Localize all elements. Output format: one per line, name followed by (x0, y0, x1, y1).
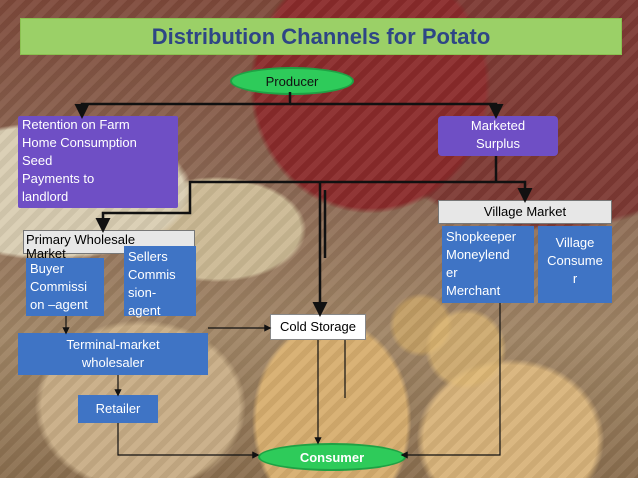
consumer-node: Consumer (258, 443, 406, 471)
marketed-surplus-line-2: Surplus (475, 136, 521, 151)
retention-line-4: Payments to (22, 171, 95, 186)
sellers-commission-line-4: agent (128, 303, 161, 318)
retention-line-1: Retention on Farm (22, 117, 130, 132)
retailer-to-consumer-connector (117, 423, 260, 459)
cold-storage-node: Cold Storage (270, 314, 366, 340)
shopkeeper-line-3: er (446, 265, 458, 280)
shopkeeper-node: Shopkeeper Moneylend er Merchant (442, 226, 534, 303)
retailer-node: Retailer (78, 395, 158, 423)
title-text: Distribution Channels for Potato (151, 23, 491, 49)
producer-to-marketed-connector (290, 102, 504, 119)
sellers-commission-node: Sellers Commis sion- agent (124, 246, 196, 318)
retailer-label: Retailer (95, 401, 141, 416)
shopkeeper-line-2: Moneylend (446, 247, 510, 262)
buyer-commission-node: Buyer Commissi on –agent (26, 258, 104, 316)
page-title: Distribution Channels for Potato (20, 18, 622, 55)
retention-node: Retention on Farm Home Consumption Seed … (18, 116, 178, 208)
village-consumer-line-1: Village (555, 235, 595, 250)
retention-line-3: Seed (22, 153, 53, 168)
shopkeeper-line-4: Merchant (446, 283, 501, 298)
producer-to-retention-connector (74, 92, 292, 119)
primary-wholesale-line-2: Market (26, 246, 66, 261)
village-market-label: Village Market (483, 204, 567, 219)
marketed-surplus-node: Marketed Surplus (438, 116, 558, 156)
buyer-commission-line-2: Commissi (30, 279, 88, 294)
village-market-node: Village Market (438, 200, 612, 224)
marketed-surplus-line-1: Marketed (470, 118, 526, 133)
consumer-label: Consumer (299, 449, 365, 465)
retention-line-5: landlord (22, 189, 69, 204)
shopkeeper-line-1: Shopkeeper (446, 229, 517, 244)
terminal-market-line-1: Terminal-market (66, 337, 160, 352)
marketed-to-village-connector (496, 180, 533, 203)
village-consumer-line-2: Consume (547, 253, 603, 268)
producer-label: Producer (265, 73, 319, 89)
sellers-commission-line-2: Commis (128, 267, 176, 282)
terminal-market-line-2: wholesaler (81, 355, 145, 370)
retention-line-2: Home Consumption (22, 135, 137, 150)
village-consumer-line-3: r (572, 271, 578, 286)
village-to-consumer-connector (400, 303, 501, 459)
village-consumer-node: Village Consume r (538, 226, 612, 303)
terminal-market-node: Terminal-market wholesaler (18, 333, 208, 375)
sellers-commission-line-3: sion- (128, 285, 157, 300)
buyer-commission-line-3: on –agent (30, 297, 88, 312)
cold-storage-label: Cold Storage (280, 319, 356, 334)
marketed-to-primary-connector (95, 180, 496, 233)
sellers-commission-line-1: Sellers (128, 249, 168, 264)
producer-node: Producer (230, 67, 354, 95)
buyer-commission-line-1: Buyer (30, 261, 64, 276)
primary-wholesale-line-1: Primary Wholesale (26, 232, 136, 247)
